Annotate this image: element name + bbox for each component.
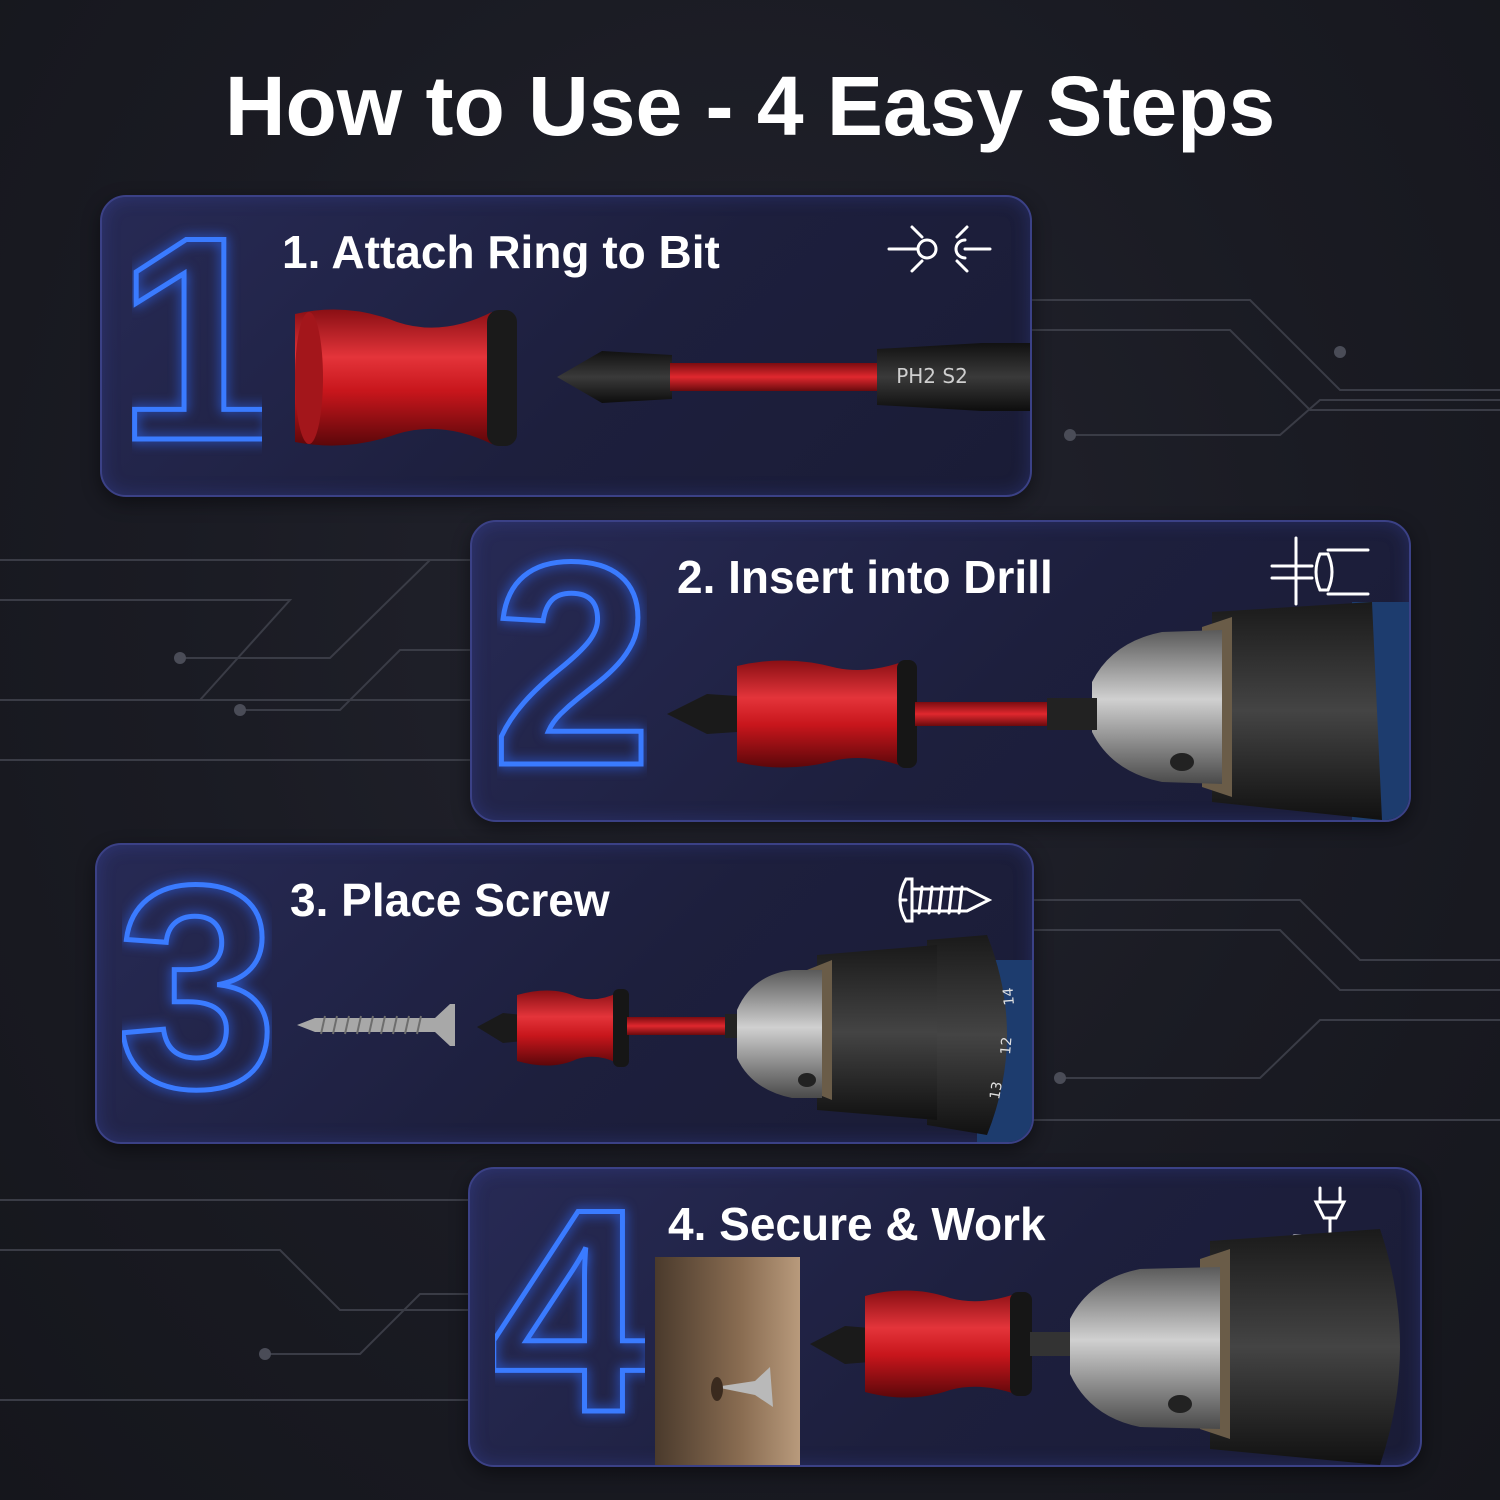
step-1-card: 1 1. Attach Ring to Bit bbox=[100, 195, 1032, 497]
svg-text:4: 4 bbox=[495, 1189, 645, 1429]
svg-text:12: 12 bbox=[998, 1036, 1015, 1055]
step-4-numeral: 4 bbox=[495, 1189, 645, 1429]
svg-text:14: 14 bbox=[1000, 987, 1017, 1006]
screwdriver-bit: PH2 S2 bbox=[557, 343, 1030, 411]
wood-screw bbox=[297, 1004, 455, 1046]
step-2-card: 2 2. Insert into Drill bbox=[470, 520, 1411, 822]
step-3-title: 3. Place Screw bbox=[290, 874, 610, 926]
step-2-title: 2. Insert into Drill bbox=[677, 551, 1053, 603]
svg-text:2: 2 bbox=[497, 542, 647, 782]
step-1-numeral: 1 bbox=[132, 217, 262, 457]
step-2-numeral: 2 bbox=[497, 542, 647, 782]
bit-with-ring bbox=[810, 1290, 1070, 1398]
step-4-card: 4 4. Secure & Work bbox=[468, 1167, 1422, 1467]
step-3-numeral: 3 bbox=[122, 865, 272, 1105]
magnetic-ring bbox=[295, 309, 517, 446]
screw-icon bbox=[898, 877, 992, 923]
svg-text:1: 1 bbox=[132, 217, 262, 457]
bit-with-ring bbox=[667, 660, 1097, 768]
bit-with-ring bbox=[477, 989, 747, 1067]
step-1-title: 1. Attach Ring to Bit bbox=[282, 226, 720, 278]
magnet-attract-icon bbox=[887, 225, 992, 273]
svg-text:3: 3 bbox=[122, 865, 272, 1105]
wood-board bbox=[655, 1257, 800, 1465]
drill-chuck bbox=[1070, 1229, 1400, 1465]
step-4-title: 4. Secure & Work bbox=[668, 1198, 1046, 1250]
drill-chuck bbox=[1092, 602, 1409, 820]
svg-text:PH2 S2: PH2 S2 bbox=[896, 364, 968, 388]
insert-shaft-icon bbox=[1270, 536, 1370, 606]
page-title: How to Use - 4 Easy Steps bbox=[224, 59, 1276, 153]
drill-with-chuck: 13 12 14 bbox=[737, 935, 1032, 1142]
step-3-card: 3 3. Place Screw bbox=[95, 843, 1034, 1144]
svg-text:13: 13 bbox=[987, 1080, 1006, 1100]
